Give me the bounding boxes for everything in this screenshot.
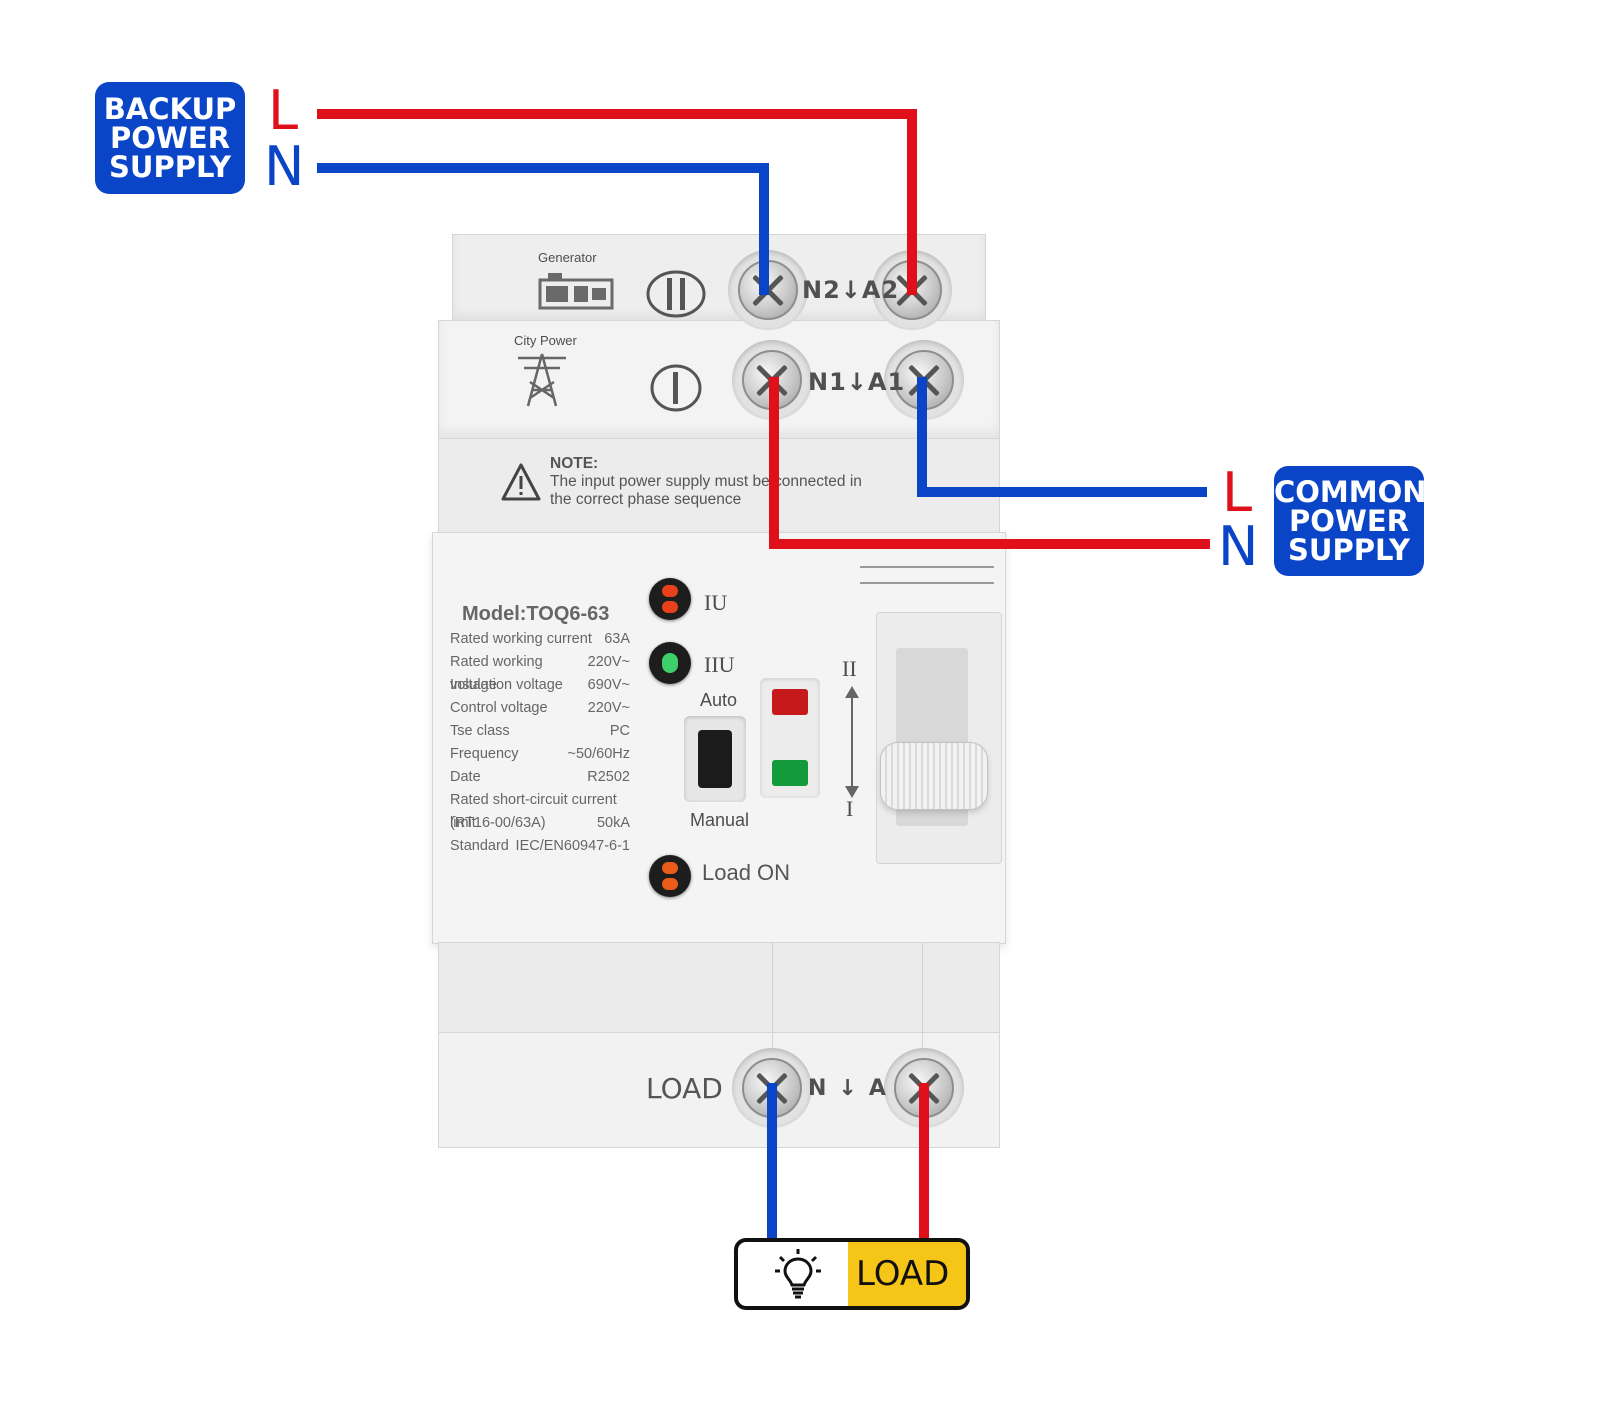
note-text: NOTE: The input power supply must be con… — [550, 455, 862, 509]
load-n-text: N — [808, 1076, 839, 1101]
power-tower-icon — [518, 353, 566, 407]
iu-label: IU — [704, 590, 728, 615]
common-l-label: L — [1222, 461, 1253, 524]
a2-text: A2 — [861, 276, 900, 304]
spec-label: Date — [450, 769, 481, 785]
spec-label: Frequency — [450, 746, 519, 762]
spec-row: Standard IEC/EN60947-6-1 — [450, 835, 630, 858]
note-line-2: the correct phase sequence — [550, 491, 742, 508]
spec-label: Rated short-circuit current limit — [450, 792, 617, 831]
spec-row: Frequency ~50/60Hz — [450, 743, 630, 766]
n2-text: N2 — [802, 276, 841, 304]
spec-label: Rated working current — [450, 631, 592, 647]
spec-label: Insulation voltage — [450, 677, 563, 693]
spec-value: 220V~ — [587, 654, 630, 670]
spec-value: R2502 — [587, 769, 630, 785]
spec-label: Control voltage — [450, 700, 548, 716]
generator-icon — [538, 273, 614, 310]
load-terminal-prefix: LOAD — [646, 1072, 723, 1105]
vent-lines — [860, 566, 994, 584]
spec-value: 220V~ — [587, 700, 630, 716]
red-off-button[interactable] — [772, 689, 808, 715]
backup-power-supply-box: BACKUP POWER SUPPLY — [95, 82, 245, 194]
roman-one-symbol — [650, 364, 702, 412]
load-box-yellow — [848, 1242, 966, 1306]
common-title-line-2: POWER — [1288, 503, 1410, 538]
model-label: Model:TOQ6-63 — [462, 603, 610, 625]
load-box-label: LOAD — [856, 1254, 950, 1294]
common-title-line-1: COMMON — [1274, 474, 1427, 509]
toggle-lever[interactable] — [880, 742, 988, 810]
backup-l-label: L — [268, 79, 299, 142]
lower-base — [438, 942, 1000, 1036]
iiu-label: IIU — [704, 652, 735, 677]
common-power-supply-box: COMMON POWER SUPPLY — [1274, 466, 1427, 576]
spec-value: ~50/60Hz — [567, 746, 630, 762]
terminal-n1-screw[interactable] — [742, 350, 802, 410]
spec-row: Control voltage 220V~ — [450, 697, 630, 720]
backup-title-line-3: SUPPLY — [109, 149, 231, 184]
divider-line — [772, 942, 773, 1146]
spec-row: Insulation voltage 690V~ — [450, 674, 630, 697]
load-on-indicator-led — [649, 855, 691, 897]
common-title-line-3: SUPPLY — [1288, 532, 1410, 567]
load-on-label: Load ON — [702, 860, 791, 885]
arrow-down-icon: ↓ — [840, 276, 862, 304]
generator-label: Generator — [538, 250, 597, 265]
light-bulb-icon — [775, 1249, 821, 1299]
spec-row: Rated short-circuit current limit — [450, 789, 630, 831]
green-on-button[interactable] — [772, 760, 808, 786]
spec-row: Tse class PC — [450, 720, 630, 743]
double-arrow-icon — [845, 686, 859, 798]
spec-value: 63A — [604, 631, 630, 647]
spec-value: 690V~ — [587, 677, 630, 693]
position-one-mark: I — [846, 796, 854, 821]
spec-row: Date R2502 — [450, 766, 630, 789]
note-line-1: The input power supply must be connected… — [550, 473, 862, 490]
position-two-mark: II — [842, 656, 857, 681]
spec-row: Rated working voltage 220V~ — [450, 651, 630, 693]
spec-row: (RT16-00/63A) 50kA — [450, 812, 630, 835]
terminal-load-n-screw[interactable] — [742, 1058, 802, 1118]
divider-line — [922, 942, 923, 1146]
spec-table: Rated working current 63A Rated working v… — [450, 628, 630, 858]
iiu-indicator-led — [649, 642, 691, 684]
backup-n-label: N — [264, 135, 305, 198]
arrow-down-icon: ↓ — [846, 368, 868, 396]
terminal-n2-label: N2↓A2 — [802, 276, 899, 304]
n1-text: N1 — [808, 368, 847, 396]
spec-value: PC — [609, 723, 630, 739]
auto-label: Auto — [700, 690, 738, 710]
spec-value: 50kA — [596, 815, 630, 831]
manual-label: Manual — [690, 810, 750, 830]
backup-title-line-1: BACKUP — [103, 91, 237, 126]
spec-label: Tse class — [450, 723, 510, 739]
auto-manual-switch[interactable] — [698, 730, 732, 788]
warning-icon — [501, 463, 541, 501]
roman-two-symbol — [646, 270, 706, 318]
terminal-load-a-screw[interactable] — [894, 1058, 954, 1118]
spec-row: Rated working current 63A — [450, 628, 630, 651]
terminal-n2-screw[interactable] — [738, 260, 798, 320]
arrow-down-icon: ↓ — [838, 1076, 869, 1101]
load-terminal-label: N↓A — [808, 1076, 898, 1101]
city-power-label: City Power — [514, 333, 577, 348]
terminal-n1-label: N1↓A1 — [808, 368, 905, 396]
iu-indicator-led — [649, 578, 691, 620]
load-box: LOAD — [734, 1238, 970, 1310]
spec-label: Rated working voltage — [450, 654, 543, 693]
spec-value: IEC/EN60947-6-1 — [515, 838, 630, 854]
spec-label: Standard — [450, 838, 509, 854]
a1-text: A1 — [867, 368, 906, 396]
common-n-label: N — [1218, 515, 1259, 578]
backup-title-line-2: POWER — [109, 120, 231, 155]
load-a-text: A — [868, 1076, 898, 1101]
spec-label: (RT16-00/63A) — [450, 815, 546, 831]
note-heading: NOTE: — [550, 455, 599, 472]
